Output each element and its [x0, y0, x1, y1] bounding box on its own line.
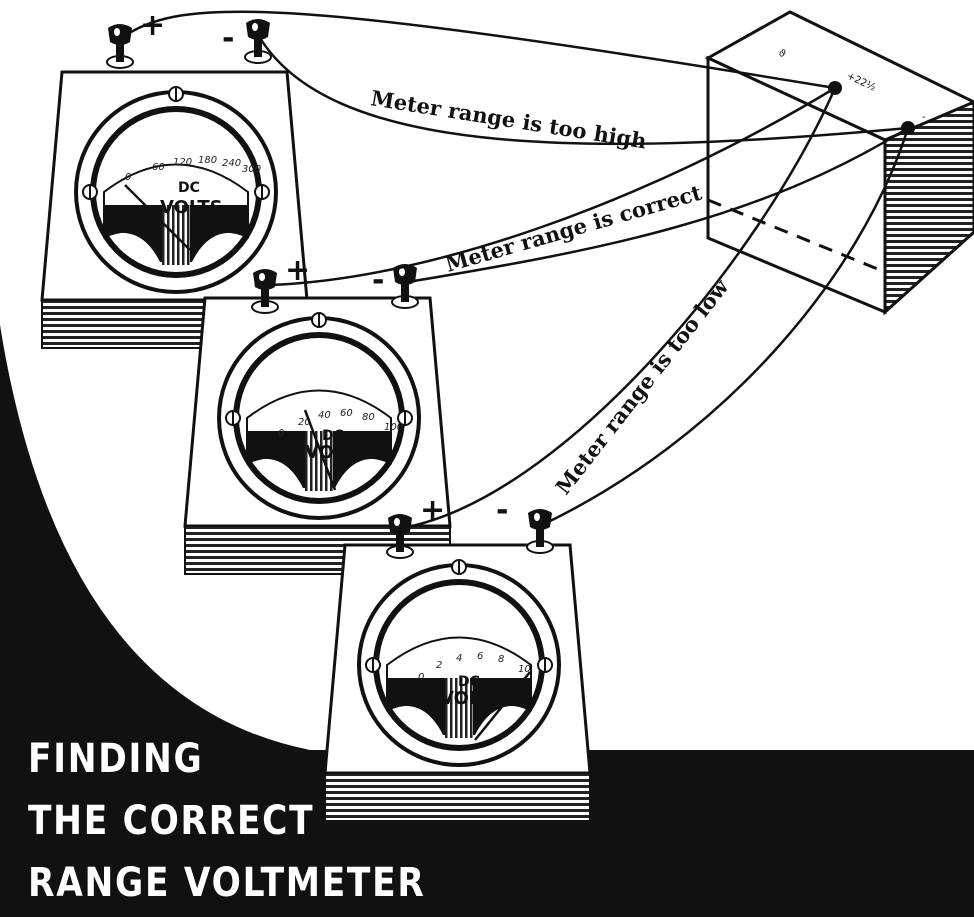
- terminal-minus-sign: -: [222, 21, 234, 56]
- battery-negative-label: -: [922, 112, 926, 123]
- binding-post-icon: [245, 19, 271, 63]
- dial-dc-label: DC: [178, 180, 200, 196]
- scale-tick-label: 40: [318, 410, 331, 421]
- scale-tick-label: 8: [498, 654, 504, 665]
- terminal-minus-sign: -: [496, 493, 508, 528]
- scale-tick-label: 180: [198, 155, 217, 166]
- title-line-3: RANGE VOLTMETER: [28, 852, 389, 914]
- scale-tick-label: 0: [278, 428, 284, 439]
- wire-label-correct: Meter range is correct: [442, 180, 704, 277]
- title-line-1: FINDING: [28, 728, 389, 790]
- scale-tick-label: 2: [436, 660, 442, 671]
- meter-correct-range: [185, 298, 450, 574]
- page-title: FINDING THE CORRECT RANGE VOLTMETER: [28, 728, 448, 914]
- scale-tick-label: 100: [384, 422, 403, 433]
- wire-label-too-low: Meter range is too low: [550, 274, 734, 499]
- scale-tick-label: 120: [173, 157, 192, 168]
- scale-tick-label: 60: [152, 162, 165, 173]
- scale-tick-label: 0: [125, 172, 131, 183]
- terminal-minus-sign: -: [372, 263, 384, 298]
- dial-volts-label: VOLTS: [440, 688, 503, 709]
- scale-tick-label: 6: [477, 651, 483, 662]
- scale-tick-label: 80: [362, 412, 375, 423]
- wire-label-too-high: Meter range is too high: [369, 85, 648, 153]
- binding-post-icon: [527, 509, 553, 553]
- scale-tick-label: 240: [222, 158, 241, 169]
- scale-tick-label: 0: [418, 672, 424, 683]
- scale-tick-label: 300: [242, 164, 261, 175]
- scale-tick-label: 60: [340, 408, 353, 419]
- binding-post-icon: [107, 24, 133, 68]
- dial-volts-label: VOLTS: [160, 197, 223, 218]
- scale-tick-label: 4: [456, 653, 462, 664]
- title-line-2: THE CORRECT: [28, 790, 389, 852]
- binding-post-icon: [392, 264, 418, 308]
- dial-volts-label: VOLTS: [305, 442, 368, 463]
